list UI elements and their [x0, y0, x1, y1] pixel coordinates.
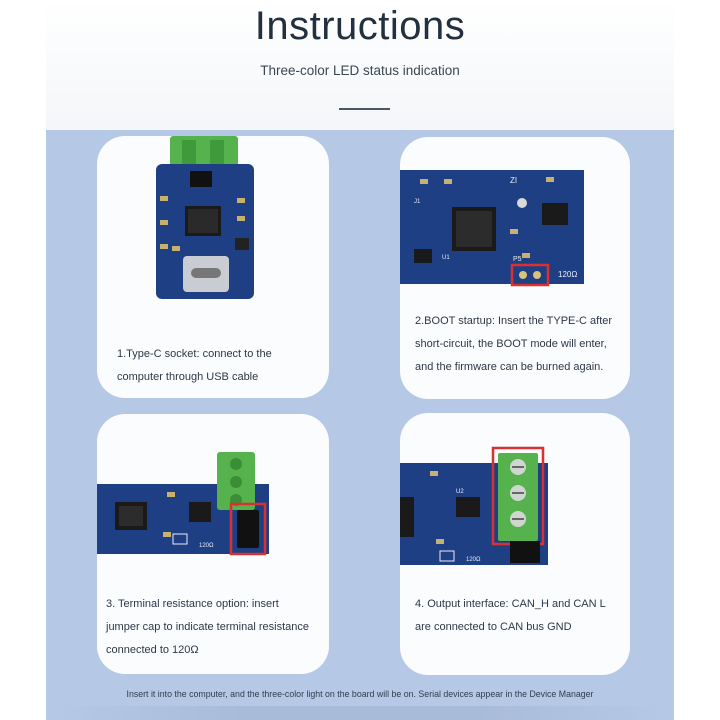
- card-1-text: 1.Type-C socket: connect to the computer…: [117, 348, 272, 383]
- card-3-text: 3. Terminal resistance option: insert ju…: [106, 598, 309, 656]
- page-subtitle: Three-color LED status indication: [260, 63, 460, 78]
- title-divider: [339, 108, 390, 110]
- board-label-120: 120Ω: [466, 557, 481, 563]
- terminal-block: [170, 136, 238, 168]
- footer-ghost-line: [60, 706, 660, 720]
- board-label-p5: P5: [513, 256, 522, 263]
- card-output-interface: 120Ω U2 4. Output interface: CAN_H and C…: [400, 413, 630, 675]
- board-image-boot: P5 120Ω ZI U1 J1: [400, 170, 584, 287]
- card-type-c-socket: 1.Type-C socket: connect to the computer…: [97, 136, 329, 398]
- board-label-u1: U1: [442, 255, 450, 261]
- card-4-text: 4. Output interface: CAN_H and CAN L are…: [415, 598, 606, 633]
- board-label-j1: J1: [414, 199, 421, 205]
- card-boot-startup: P5 120Ω ZI U1 J1 2.BOOT startup: Insert …: [400, 137, 630, 399]
- card-2-text: 2.BOOT startup: Insert the TYPE-C after …: [415, 315, 613, 373]
- p5-highlight: [510, 263, 550, 287]
- jumper-highlight: [229, 502, 267, 556]
- board-image-terminal-resistance: 120Ω: [97, 452, 269, 556]
- board-label-120: 120Ω: [199, 543, 214, 549]
- board-label-u2: U2: [456, 489, 464, 495]
- board-image-type-c: [156, 136, 254, 299]
- board-image-output-interface: 120Ω U2: [400, 446, 548, 565]
- card-terminal-resistance: 120Ω 3. Terminal resistance option: inse…: [97, 414, 329, 674]
- page-title: Instructions: [254, 4, 466, 48]
- board-label-zi: ZI: [510, 176, 517, 185]
- board-label-120: 120Ω: [558, 270, 577, 279]
- footer-note: Insert it into the computer, and the thr…: [126, 689, 594, 699]
- jumper-cap: [237, 510, 259, 548]
